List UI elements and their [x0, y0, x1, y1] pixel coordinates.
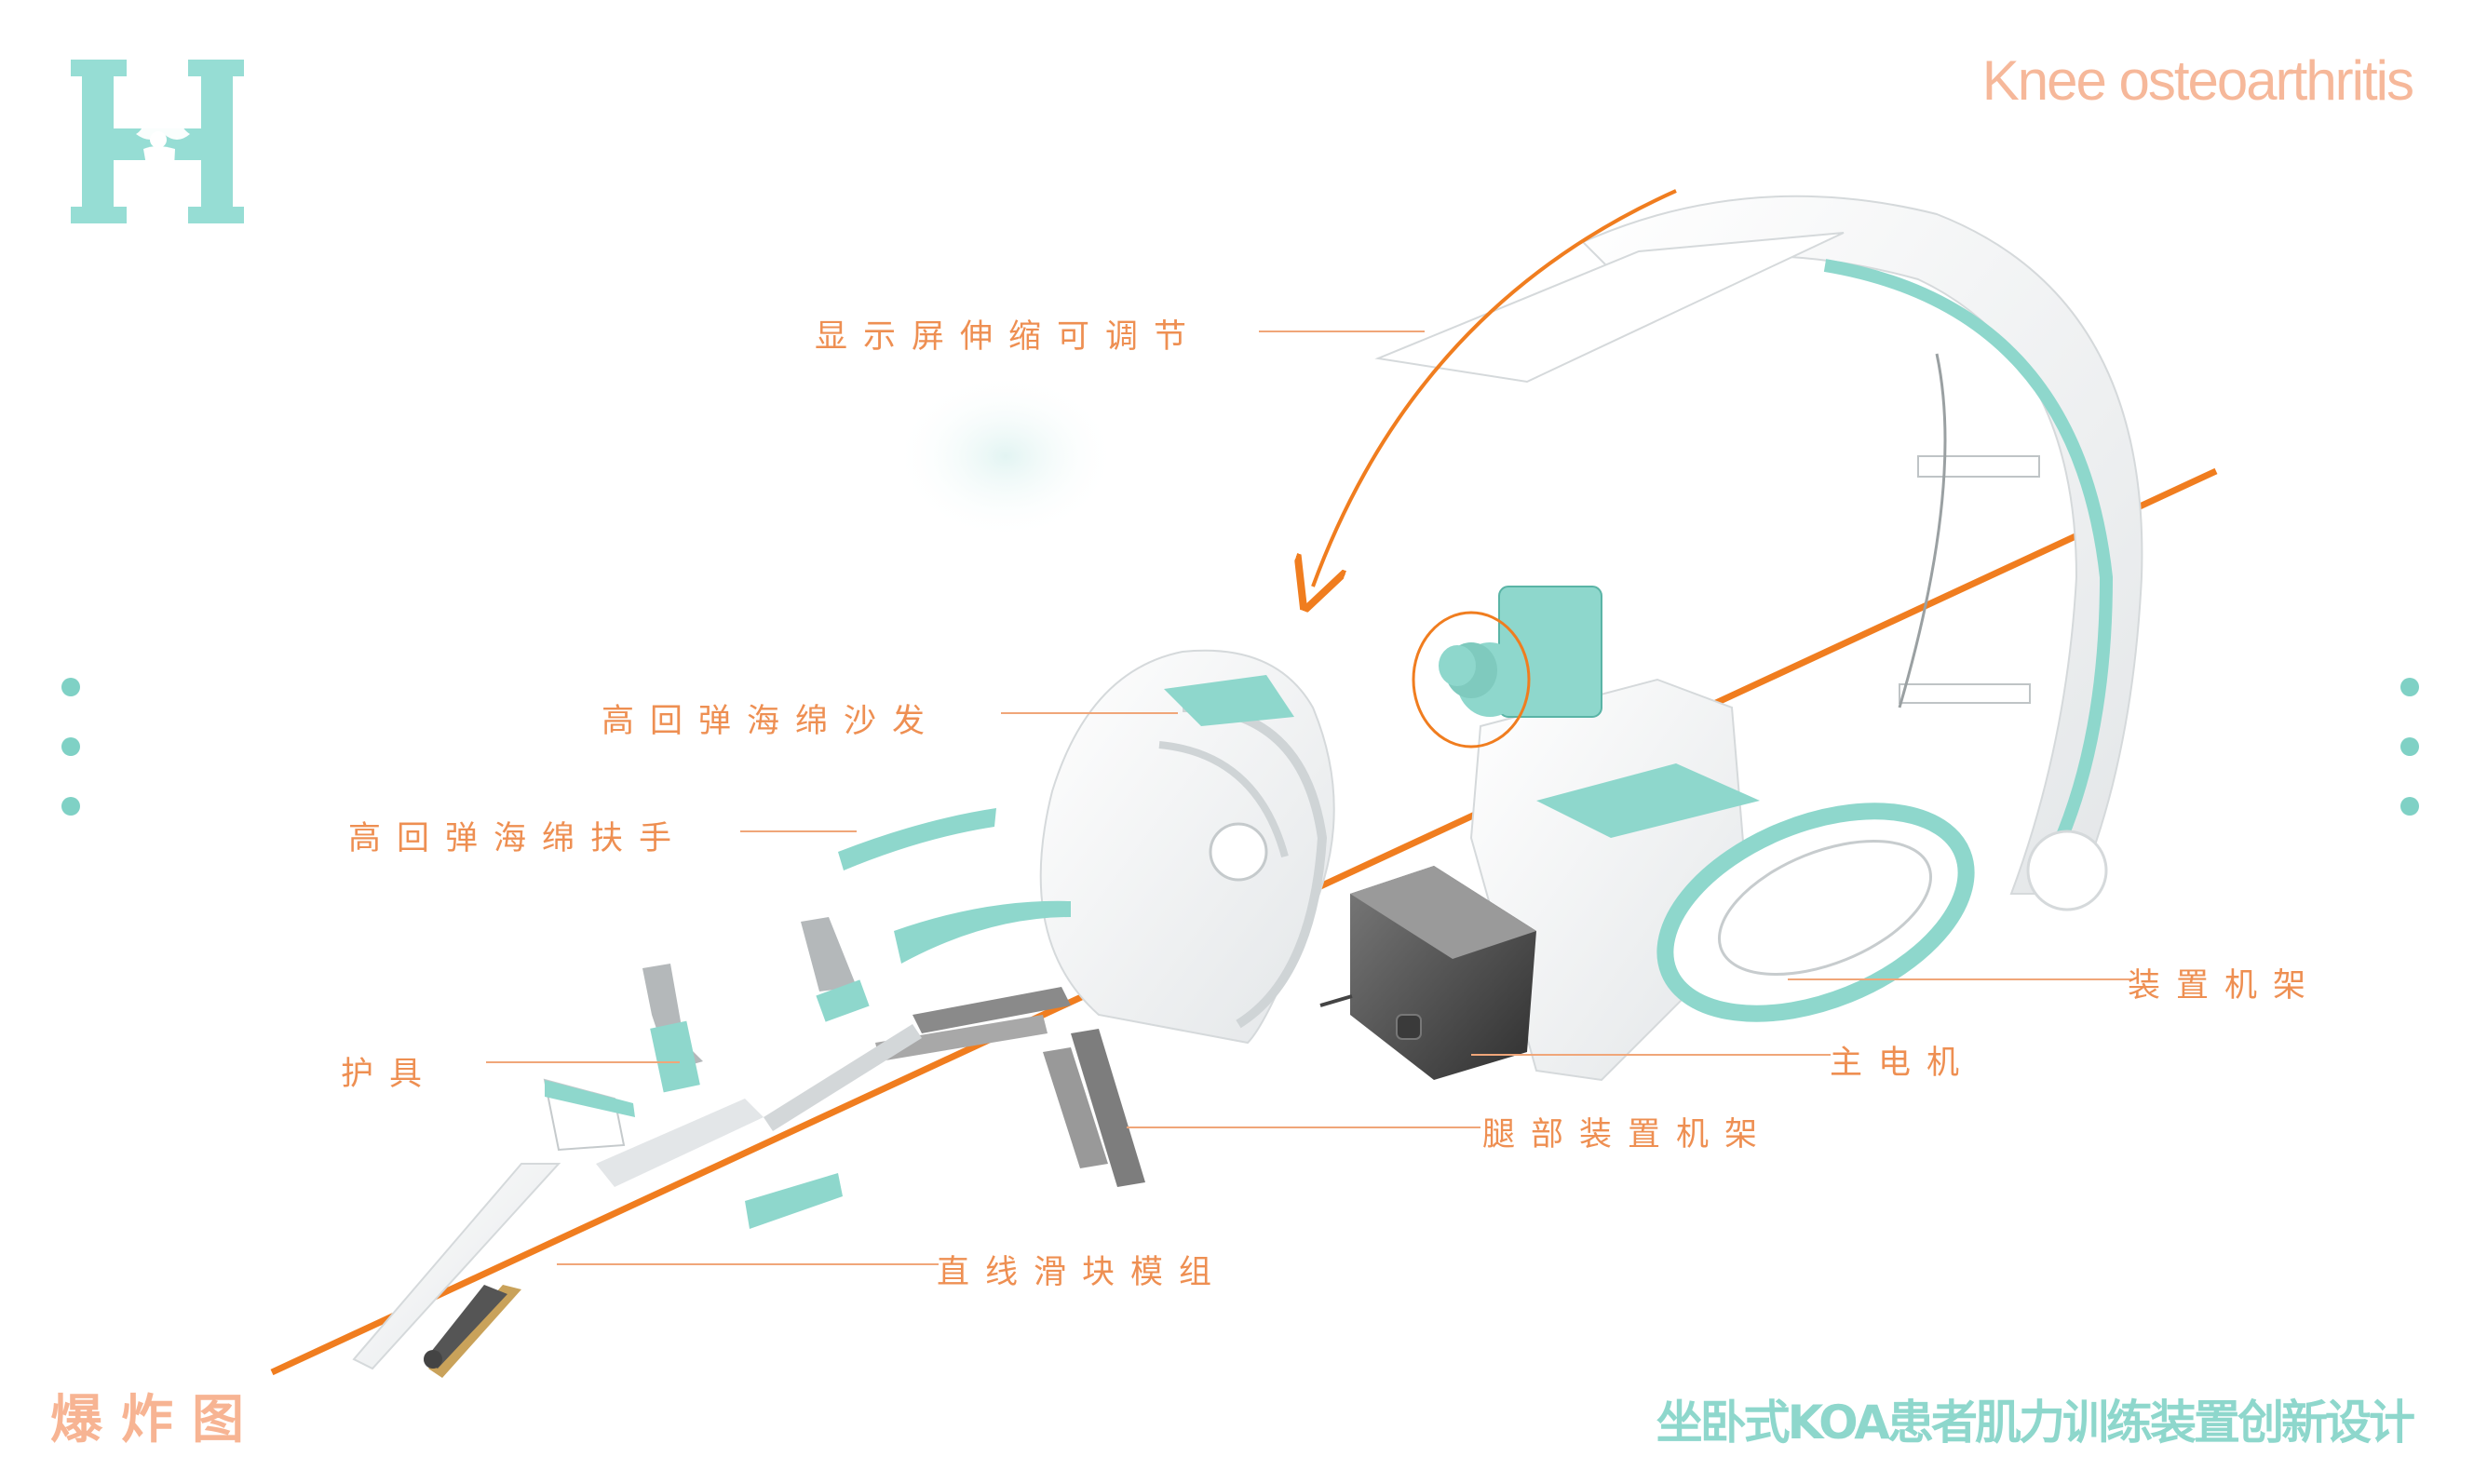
right-dot-2	[2400, 737, 2419, 756]
right-dot-3	[2400, 797, 2419, 816]
main-motor	[1319, 866, 1536, 1080]
knee-logo-icon	[71, 60, 244, 223]
label-brace: 护具	[341, 1056, 439, 1093]
device-frame-base	[1469, 678, 1975, 1082]
motor-shaft	[1412, 586, 1602, 749]
label-device-frame: 装置机架	[2128, 967, 2322, 1005]
left-dot-1	[61, 678, 80, 696]
leg-frame	[875, 987, 1145, 1187]
linear-slide-module	[352, 1024, 922, 1378]
label-display-adjust: 显示屏伸缩可调节	[815, 318, 1203, 356]
label-main-motor: 主电机	[1830, 1045, 1976, 1082]
sofa-back	[1039, 649, 1335, 1045]
label-sofa: 高回弹海绵沙发	[602, 703, 941, 740]
view-name: 爆炸图	[50, 1390, 263, 1450]
rotation-arrow	[1313, 189, 1677, 587]
right-dot-1	[2400, 678, 2419, 696]
english-title: Knee osteoarthritis	[1981, 49, 2414, 112]
brace	[543, 917, 870, 1229]
armrest-2	[894, 900, 1071, 964]
left-dot-3	[61, 797, 80, 816]
left-dot-2	[61, 737, 80, 756]
device-frame-arc	[1374, 195, 2143, 911]
label-linear-slide: 直线滑块模组	[937, 1254, 1228, 1291]
label-leg-frame: 腿部装置机架	[1482, 1116, 1774, 1153]
label-armrest: 高回弹海绵扶手	[348, 820, 688, 857]
armrest-1	[838, 808, 996, 870]
project-title: 坐卧式KOA患者肌力训练装置创新设计	[1656, 1396, 2415, 1450]
leader-lines	[486, 331, 2132, 1265]
